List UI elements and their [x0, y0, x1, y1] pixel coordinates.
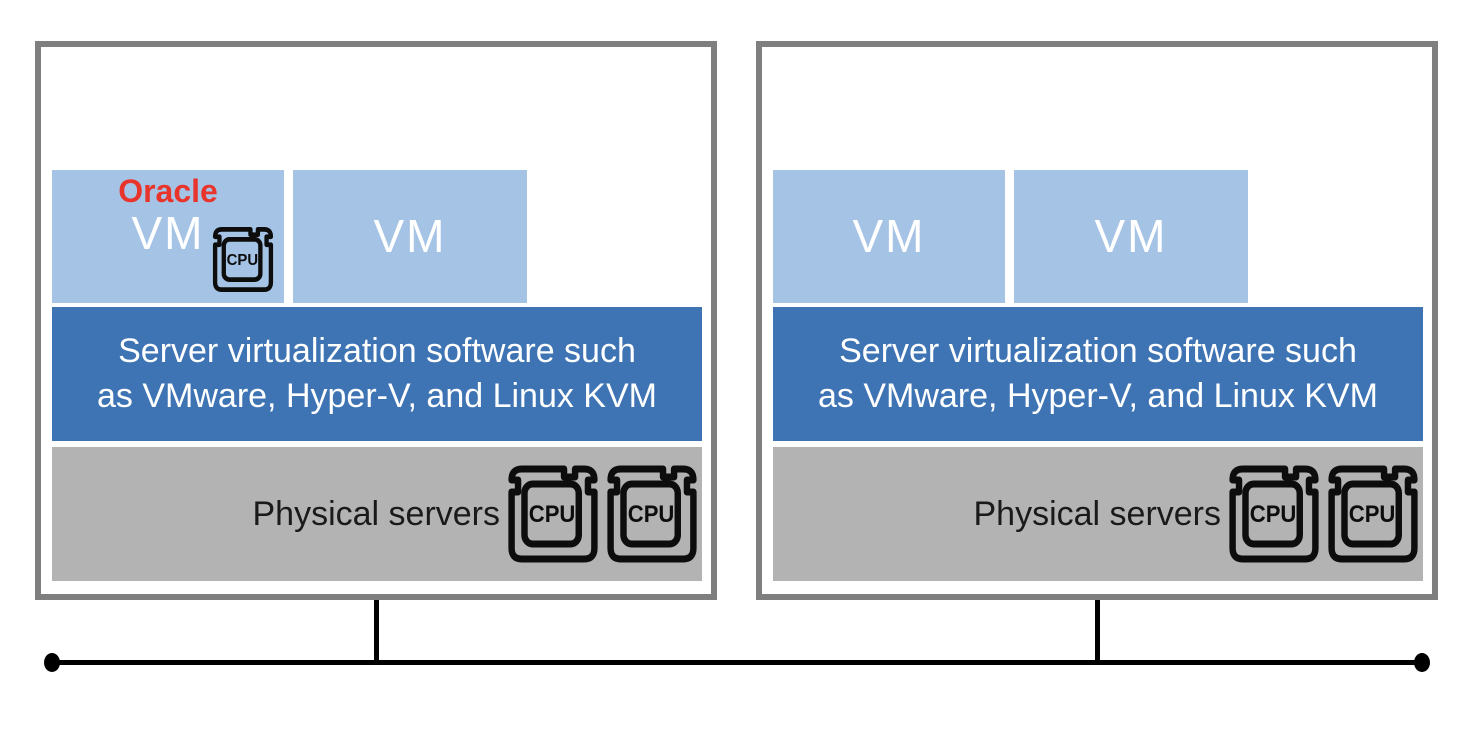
physical-servers-bar: Physical servers CPU CPU: [52, 447, 702, 581]
network-uplink-right: [1095, 600, 1100, 662]
network-uplink-left: [374, 600, 379, 662]
physical-servers-label: Physical servers: [973, 494, 1221, 533]
vm-label: VM: [1094, 210, 1168, 263]
oracle-vendor-label: Oracle: [118, 173, 218, 209]
virtualization-text-line1: Server virtualization software such: [118, 332, 636, 371]
vm-label: VM: [131, 207, 205, 260]
cpu-chip-icon: CPU: [606, 464, 698, 564]
network-bus-line: [52, 660, 1422, 665]
cpu-chip-icon: CPU: [1228, 464, 1320, 564]
cpu-icon-label: CPU: [1349, 500, 1396, 527]
cpu-chip-icon: CPU: [507, 464, 599, 564]
physical-servers-bar: Physical servers CPU CPU: [773, 447, 1423, 581]
vm-block-oracle: Oracle VM CPU: [52, 170, 284, 303]
server-box-right: VM VM Server virtualization software suc…: [756, 41, 1438, 600]
cpu-icon-label: CPU: [227, 251, 258, 269]
physical-servers-label: Physical servers: [252, 494, 500, 533]
network-endpoint-left: [44, 653, 60, 672]
cpu-chip-icon: CPU: [1327, 464, 1419, 564]
cpu-icon-label: CPU: [1250, 500, 1297, 527]
vm-block: VM: [293, 170, 527, 303]
cpu-icon-label: CPU: [628, 500, 675, 527]
vm-label: VM: [852, 210, 926, 263]
vm-block: VM: [773, 170, 1005, 303]
virtualization-text-line1: Server virtualization software such: [839, 332, 1357, 371]
server-box-left: Oracle VM CPU VM Server virtualization s…: [35, 41, 717, 600]
cpu-icon-label: CPU: [529, 500, 576, 527]
virtualization-software-bar: Server virtualization software such as V…: [773, 307, 1423, 441]
vm-label: VM: [373, 210, 447, 263]
virtualization-text-line2: as VMware, Hyper-V, and Linux KVM: [818, 377, 1378, 415]
vm-block: VM: [1014, 170, 1248, 303]
cpu-chip-icon: CPU: [212, 226, 274, 293]
network-endpoint-right: [1414, 653, 1430, 672]
virtualization-text-line2: as VMware, Hyper-V, and Linux KVM: [97, 377, 657, 415]
virtualization-software-bar: Server virtualization software such as V…: [52, 307, 702, 441]
